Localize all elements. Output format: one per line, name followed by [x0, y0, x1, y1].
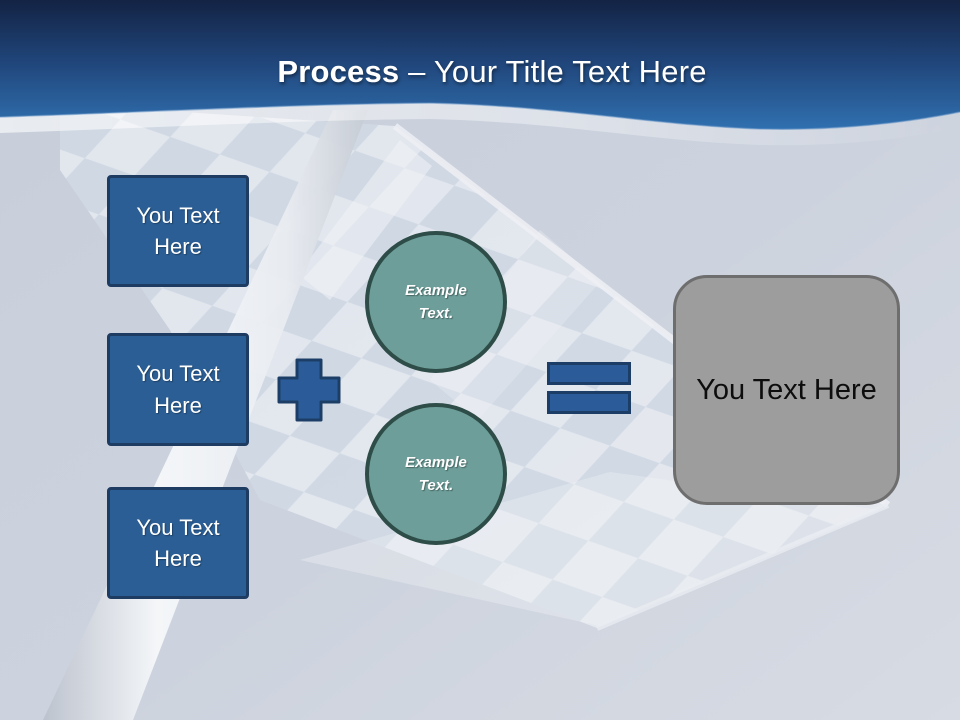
slide-title-bold: Process	[277, 54, 400, 89]
input-box-3[interactable]: You Text Here	[107, 487, 249, 599]
input-box-2[interactable]: You Text Here	[107, 333, 249, 446]
input-box-2-label: You Text Here	[136, 361, 220, 418]
result-box-label: You Text Here	[696, 373, 877, 406]
input-box-3-label: You Text Here	[136, 514, 220, 571]
header-banner	[0, 0, 960, 130]
example-circle-1-label: Example Text.	[405, 281, 467, 322]
result-box[interactable]: You Text Here	[673, 275, 900, 505]
equals-icon	[547, 362, 631, 414]
plus-icon	[277, 358, 341, 422]
example-circle-2[interactable]: Example Text.	[365, 403, 507, 545]
flag-graphic	[60, 104, 891, 631]
slide-title[interactable]: Process – Your Title Text Here	[12, 54, 960, 90]
slide-title-rest: – Your Title Text Here	[399, 54, 707, 89]
input-box-1-label: You Text Here	[136, 202, 220, 259]
example-circle-1[interactable]: Example Text.	[365, 231, 507, 373]
example-circle-2-label: Example Text.	[405, 453, 467, 494]
input-box-1[interactable]: You Text Here	[107, 175, 249, 287]
